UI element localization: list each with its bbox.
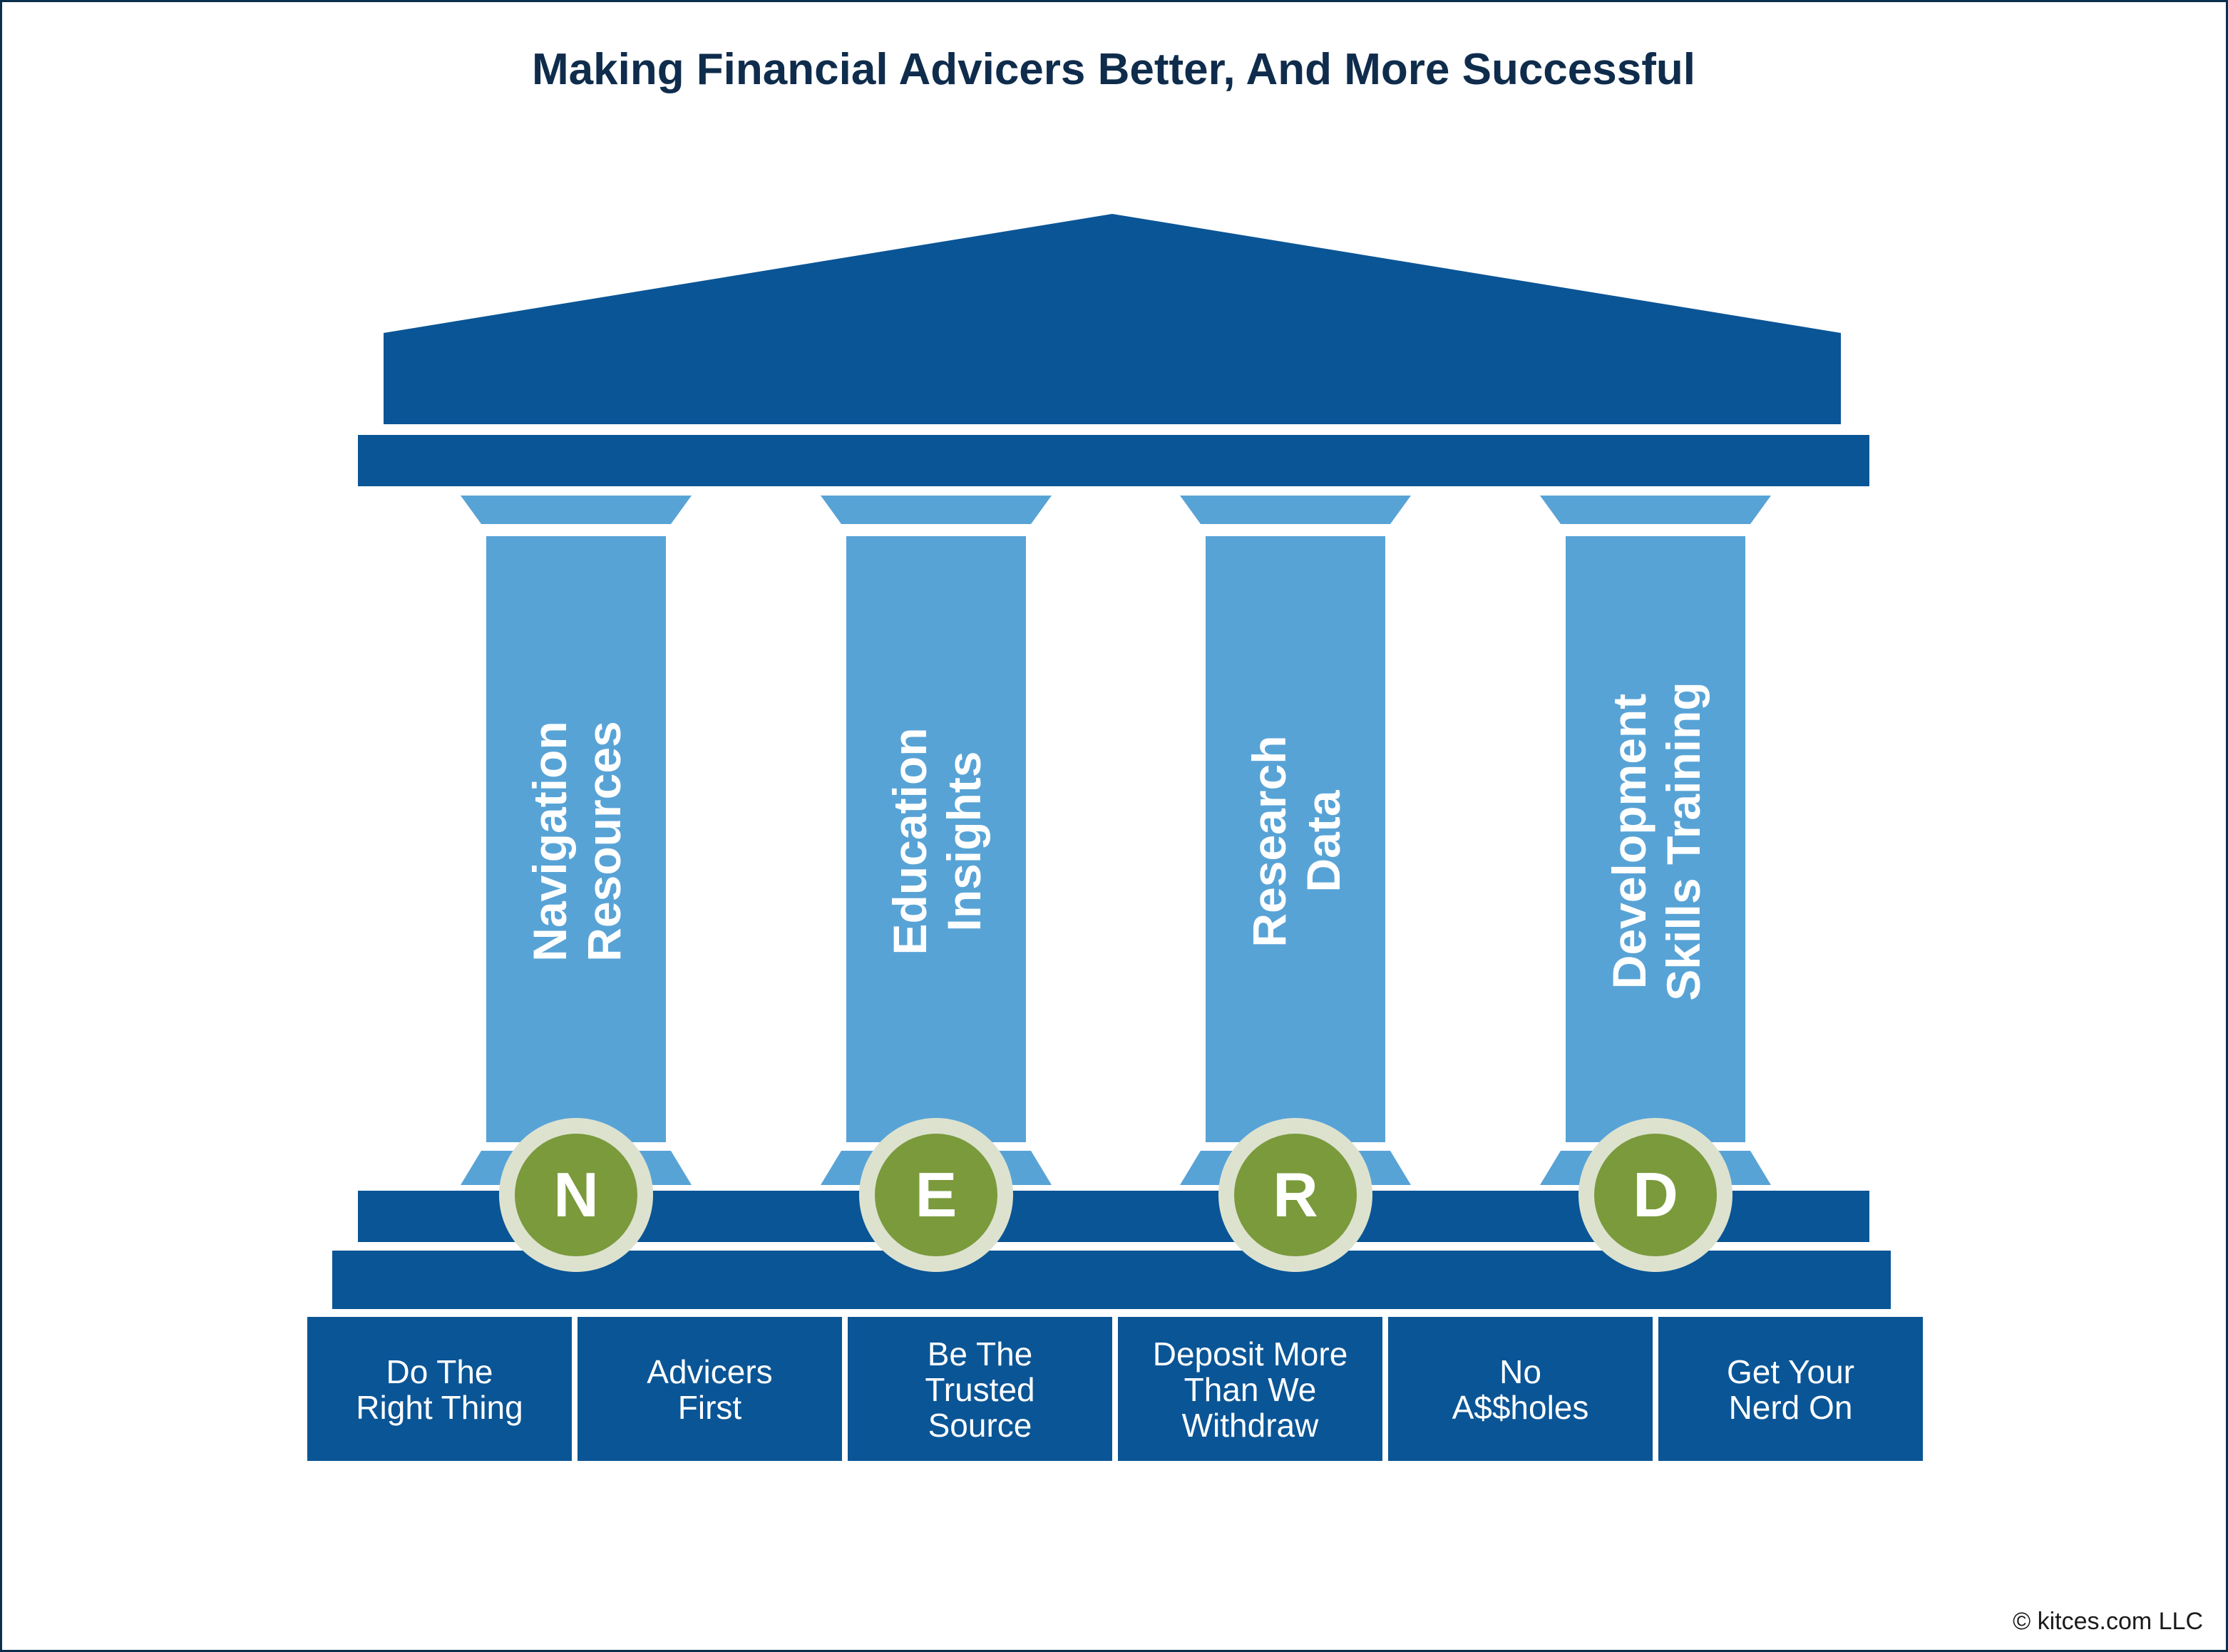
pillar-capital xyxy=(1180,496,1411,524)
foundation-text: Than We xyxy=(1184,1371,1317,1408)
pillar-label: DevelopmentSkills Training xyxy=(1603,682,1710,1000)
pillar-label: EducationInsights xyxy=(883,727,990,955)
pillar-shaft xyxy=(486,536,666,1142)
pillar-label-line1: Research xyxy=(1243,735,1295,947)
pillar-e: EducationInsights xyxy=(821,496,1052,1185)
pillar-d: DevelopmentSkills Training xyxy=(1540,496,1771,1185)
pillar-shaft xyxy=(1206,536,1385,1142)
foundation-text: A$$holes xyxy=(1452,1389,1589,1426)
foundation-box-bg xyxy=(307,1317,572,1461)
foundation-text: Source xyxy=(928,1407,1032,1444)
badge-d: D xyxy=(1578,1118,1732,1272)
pillar-label: ResearchData xyxy=(1243,735,1350,947)
foundation-box-bg xyxy=(1658,1317,1923,1461)
foundation-text: Trusted xyxy=(925,1371,1035,1408)
badge-circle xyxy=(1594,1134,1717,1256)
foundation-text: Right Thing xyxy=(356,1389,523,1426)
pillar-label-line2: Data xyxy=(1297,789,1350,892)
pillar-capital xyxy=(1540,496,1771,524)
pillar-shaft xyxy=(846,536,1026,1142)
foundation-text: Advicers xyxy=(647,1353,772,1390)
badge-e: E xyxy=(859,1118,1013,1272)
foundation-text: Nerd On xyxy=(1729,1389,1853,1426)
badge-circle xyxy=(515,1134,637,1256)
pillar-capital xyxy=(821,496,1052,524)
badge-letter: D xyxy=(1633,1159,1678,1230)
badge-circle xyxy=(1234,1134,1357,1256)
pillar-label-line2: Resources xyxy=(577,721,630,962)
foundation-box-bg xyxy=(577,1317,842,1461)
foundation-box-bg xyxy=(1388,1317,1653,1461)
badge-letter: N xyxy=(553,1159,599,1230)
badge-letter: R xyxy=(1273,1159,1318,1230)
foundation-box-bg xyxy=(1118,1317,1382,1461)
badge-r: R xyxy=(1218,1118,1372,1272)
pillars: NavigationResources EducationInsights Rese… xyxy=(461,496,1771,1185)
foundation-text: Get Your xyxy=(1727,1353,1854,1390)
foundation-text: Withdraw xyxy=(1182,1407,1319,1444)
foundation-text: Do The xyxy=(386,1353,493,1390)
pillar-shaft xyxy=(1566,536,1745,1142)
foundation-text: No xyxy=(1499,1353,1541,1390)
diagram-title: Making Financial Advicers Better, And Mo… xyxy=(532,45,1695,94)
badge-circle xyxy=(875,1134,997,1256)
foundation-box: NoA$$holes xyxy=(1388,1317,1653,1461)
roof-pediment xyxy=(384,214,1841,424)
foundation-text: Deposit More xyxy=(1153,1335,1348,1373)
foundation-text: First xyxy=(678,1389,742,1426)
foundation-text: Be The xyxy=(928,1335,1032,1373)
pillar-label-line1: Education xyxy=(883,727,936,955)
badge-n: N xyxy=(499,1118,653,1272)
pillar-capital xyxy=(461,496,692,524)
copyright-text: © kitces.com LLC xyxy=(2013,1608,2203,1635)
pillar-label-line2: Insights xyxy=(938,751,990,931)
pillar-label-line1: Navigation xyxy=(523,721,576,961)
pillar-label-line2: Skills Training xyxy=(1657,682,1710,1000)
pillar-label-line1: Development xyxy=(1603,694,1655,989)
pillar-n: NavigationResources xyxy=(461,496,692,1185)
pillar-r: ResearchData xyxy=(1180,496,1411,1185)
foundation-box-bg xyxy=(848,1317,1112,1461)
roof-beam xyxy=(358,435,1869,486)
pillar-label: NavigationResources xyxy=(523,721,630,962)
badge-letter: E xyxy=(915,1159,958,1230)
